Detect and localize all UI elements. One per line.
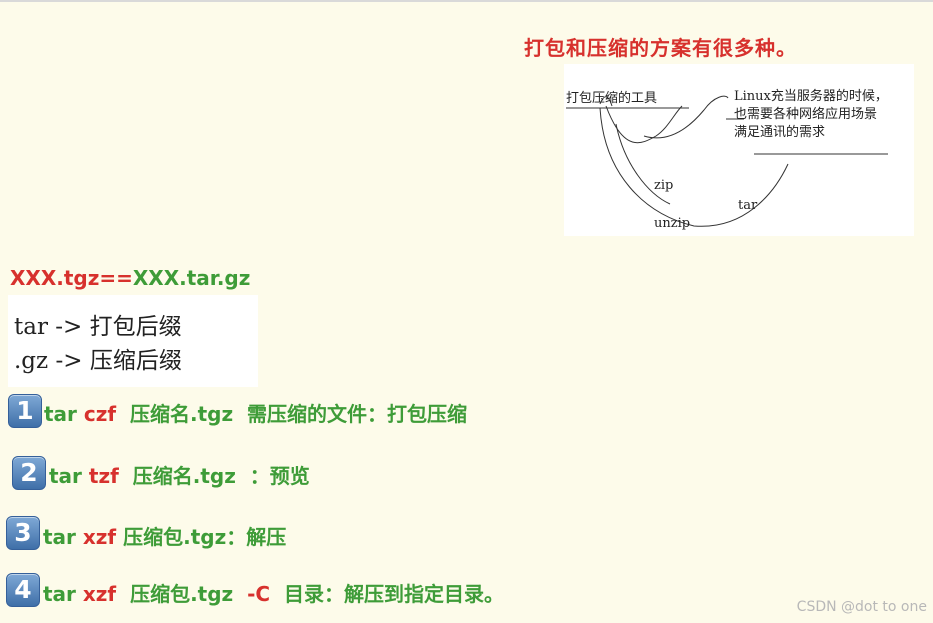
number-3-icon: 3 (6, 516, 40, 550)
heading: 打包和压缩的方案有很多种。 (524, 36, 797, 60)
code-box: tar -> 打包后缀 .gz -> 压缩后缀 (8, 295, 258, 387)
formula-part-1: XXX.tgz== (10, 266, 133, 290)
command-1-desc: 压缩名.tgz 需压缩的文件：打包压缩 (116, 402, 468, 426)
command-4-archive: 压缩包.tgz (116, 582, 248, 606)
code-line-2: .gz -> 压缩后缀 (14, 348, 182, 374)
zip-curve (615, 123, 671, 205)
command-1-flags: czf (83, 402, 117, 426)
unzip-label: unzip (654, 216, 691, 231)
command-3-desc: 压缩包.tgz：解压 (116, 525, 287, 549)
command-1: tar czf 压缩名.tgz 需压缩的文件：打包压缩 (44, 398, 467, 427)
command-4: tar xzf 压缩包.tgz -C 目录：解压到指定目录。 (43, 578, 504, 607)
note-line-2: 也需要各种网络应用场景 (734, 107, 878, 122)
formula-part-2: XXX.tar.gz (132, 266, 251, 290)
tools-label: 打包压缩的工具 (566, 91, 658, 106)
code-line-1: tar -> 打包后缀 (14, 314, 182, 340)
watermark: CSDN @dot to one (796, 599, 927, 615)
command-3-tar: tar (43, 525, 83, 549)
note-line-1: Linux充当服务器的时候， (734, 89, 888, 104)
command-3: tar xzf 压缩包.tgz：解压 (43, 521, 286, 550)
number-1-icon: 1 (8, 394, 42, 428)
unzip-tar-loop (599, 107, 789, 227)
command-4-tar: tar (43, 582, 83, 606)
command-4-desc: 目录：解压到指定目录。 (270, 582, 505, 606)
zip-label: zip (654, 178, 674, 193)
command-2-tar: tar (49, 464, 89, 488)
curve-to-note (643, 95, 729, 139)
diagram-strokes (566, 95, 888, 227)
command-1-tar: tar (44, 402, 84, 426)
number-4-icon: 4 (6, 573, 40, 607)
tar-label: tar (738, 198, 758, 213)
command-4-flags: xzf (82, 582, 117, 606)
command-4-option: -C (247, 582, 271, 606)
note-line-3: 满足通讯的需求 (734, 125, 826, 140)
command-2-desc: 压缩名.tgz ：预览 (118, 464, 310, 488)
curl-2 (605, 105, 683, 144)
formula: XXX.tgz==XXX.tar.gz (10, 266, 250, 290)
number-2-icon: 2 (12, 456, 46, 490)
command-2: tar tzf 压缩名.tgz ：预览 (49, 460, 310, 489)
command-3-flags: xzf (82, 525, 117, 549)
curl-1 (599, 96, 613, 107)
handwritten-diagram: 打包压缩的工具 Linux充当服务器的时候， 也需要各种网络应用场景 满足通讯的… (564, 64, 914, 236)
top-border (0, 0, 933, 2)
command-2-flags: tzf (88, 464, 119, 488)
